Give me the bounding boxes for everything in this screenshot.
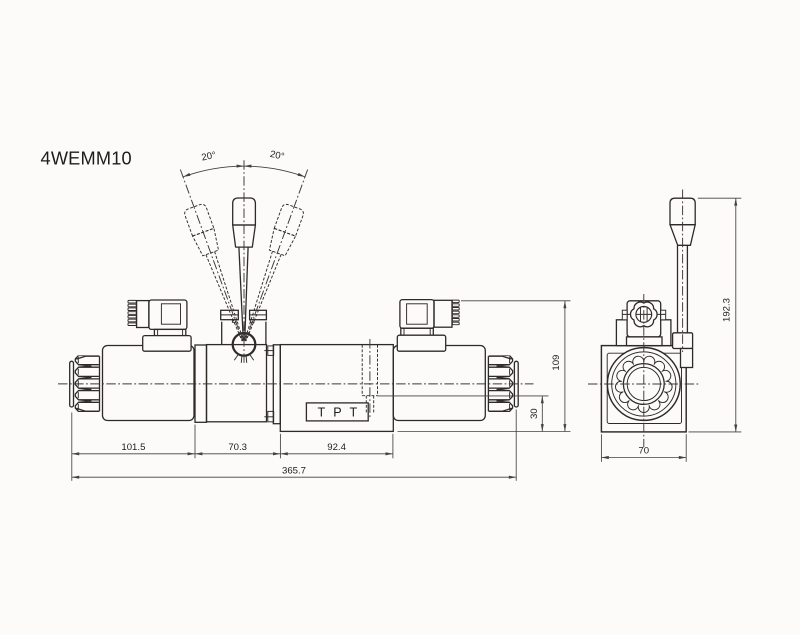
lever-position-left (179, 169, 255, 363)
angle-label-left: 20° (201, 150, 218, 164)
lever-housing (205, 343, 268, 423)
drawing-title: 4WEMM10 (41, 149, 132, 169)
angle-label-right: 20° (269, 149, 286, 163)
left-knurled-cap (69, 355, 101, 412)
dim-label-365-7: 365.7 (282, 466, 306, 477)
side-lever (669, 189, 696, 369)
angle-dimension: 20° 20° (182, 149, 306, 178)
lever-center (232, 160, 257, 364)
dimensions: 101.5 70.3 92.4 365.7 30 109 70 192.3 (71, 197, 742, 481)
right-connector (396, 298, 460, 352)
dim-label-70-3: 70.3 (228, 442, 247, 453)
side-view (588, 189, 700, 447)
lever-position-right (233, 169, 309, 363)
dim-label-70: 70 (638, 445, 649, 456)
dim-label-92-4: 92.4 (327, 442, 346, 453)
left-solenoid-tube (101, 344, 195, 422)
dim-label-109: 109 (551, 355, 562, 371)
left-connector (127, 299, 192, 352)
port-label: T P T (318, 406, 360, 420)
valve-block (279, 343, 394, 433)
dim-label-30: 30 (529, 408, 540, 419)
hidden-port (361, 339, 378, 418)
dim-label-192-3: 192.3 (722, 298, 733, 322)
right-solenoid-tube (392, 344, 486, 422)
front-view: T P T (69, 298, 519, 433)
port-label-box (305, 402, 369, 422)
dim-label-101-5: 101.5 (121, 442, 145, 453)
